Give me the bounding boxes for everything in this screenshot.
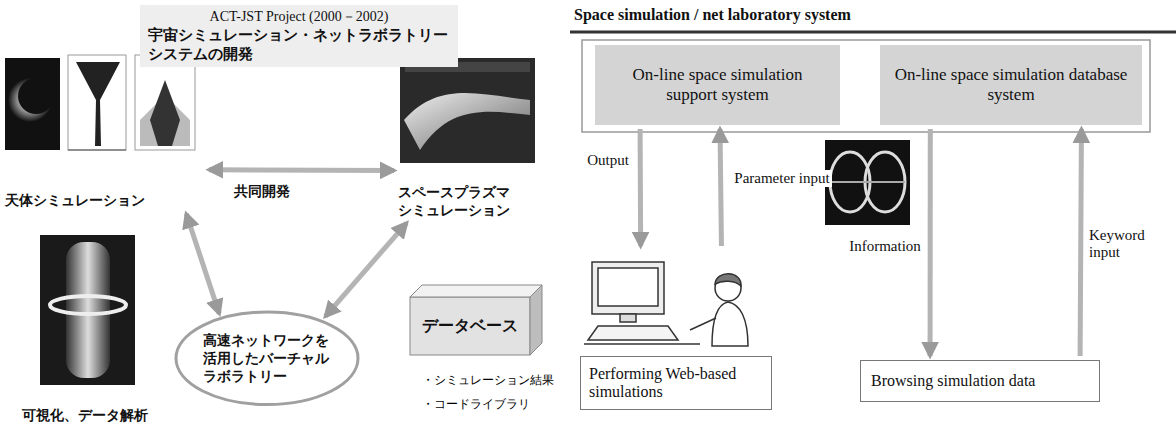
figure-panel: 可視化、データ解析 (22, 235, 172, 425)
heading-box: ACT-JST Project (2000－2002)宇宙シミュレーション・ネッ… (140, 5, 458, 67)
node-text: スペースプラズマ シミュレーション (398, 184, 526, 220)
flow-arrow (928, 129, 933, 356)
flow-arrow (720, 129, 721, 246)
edge-label: Information (847, 238, 923, 255)
database-box: データベース (410, 285, 542, 355)
edge-label: Output (585, 152, 631, 169)
visualisation-image (40, 235, 135, 385)
system-box: On-line space simulation database system (880, 45, 1142, 125)
astro-images (5, 55, 195, 150)
figure-panel: スペースプラズマ シミュレーション (398, 55, 538, 220)
data-image (825, 140, 910, 225)
node-text: 可視化、データ解析 (22, 407, 172, 425)
flow-arrow (638, 129, 644, 246)
node-text: 天体シミュレーション (5, 192, 205, 210)
edge-label: 共同開発 (232, 183, 292, 201)
flow-arrow (186, 214, 219, 314)
client-box: Browsing simulation data (860, 360, 1100, 402)
node-text: On-line space simulation support system (607, 65, 828, 106)
bullet-note: ・コードライブラリ (420, 396, 532, 413)
plasma-image (400, 58, 535, 163)
client-box: Performing Web-based simulations (580, 250, 772, 410)
node-text: On-line space simulation database system (892, 65, 1130, 106)
figure-panel: 天体シミュレーション (5, 55, 205, 210)
node-text: データベース (422, 316, 518, 337)
computer-user (584, 262, 748, 346)
flow-arrow (325, 223, 406, 316)
node-text: ACT-JST Project (2000－2002) (210, 8, 389, 26)
node-text: Performing Web-based simulations (580, 356, 772, 410)
title-rule (570, 31, 1176, 34)
bullet-note: ・シミュレーション結果 (420, 372, 556, 389)
node-text: 高速ネットワークを 活用したバーチャル ラボラトリー (203, 331, 331, 386)
node-subtext: 宇宙シミュレーション・ネットラボラトリーシステムの開発 (148, 26, 450, 64)
edge-label: Keyword input (1087, 227, 1163, 261)
node-text: Browsing simulation data (871, 372, 1035, 390)
system-box: On-line space simulation support system (595, 45, 840, 125)
system-frame (582, 40, 1150, 132)
edge-label: Parameter input (732, 170, 831, 187)
flow-arrow (209, 167, 394, 173)
network-ellipse: 高速ネットワークを 活用したバーチャル ラボラトリー (174, 310, 360, 407)
panel-title: Space simulation / net laboratory system (574, 6, 851, 24)
flow-arrow (1080, 129, 1081, 356)
